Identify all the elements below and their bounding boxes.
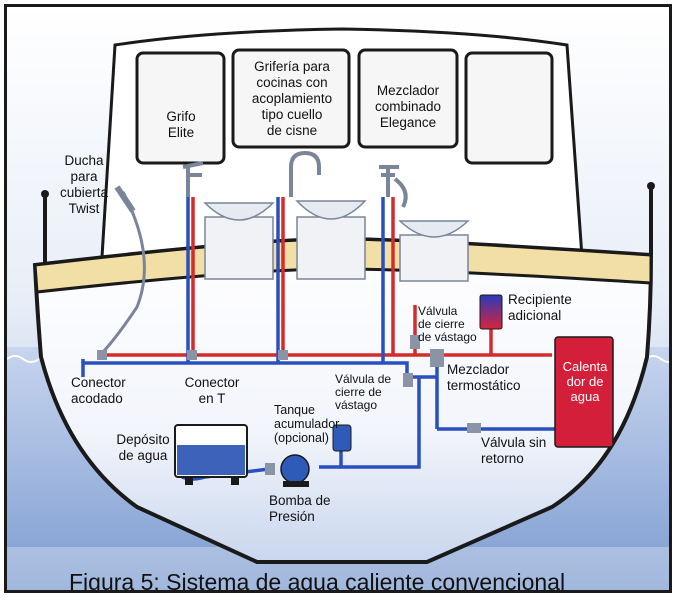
- label-elite-faucet: Grifo Elite: [166, 109, 196, 140]
- check-valve: [467, 423, 481, 433]
- label-expansion-vessel: Recipiente adicional: [508, 292, 572, 323]
- counter-2: [296, 216, 366, 280]
- hot-water-system-diagram: [7, 7, 669, 590]
- counter-3: [399, 234, 469, 282]
- water-heater-tank: [554, 336, 614, 448]
- thermostatic-mixer: [430, 349, 444, 367]
- label-shutoff-valve-mid: Válvula de cierre de vástago: [335, 372, 392, 412]
- accumulator-tank: [332, 424, 352, 452]
- water-level: [177, 445, 245, 475]
- label-accumulator-tank: Tanque acumulador (opcional): [274, 403, 340, 445]
- t-connector-1: [187, 350, 197, 360]
- window-2: [231, 48, 351, 149]
- faucet-gooseneck: [289, 150, 321, 197]
- window-4: [464, 51, 554, 165]
- expansion-vessel: [479, 294, 503, 330]
- window-1: [135, 51, 226, 165]
- t-connector-2: [278, 350, 288, 360]
- shower-hose: [101, 191, 146, 354]
- label-t-connector: Conector en T: [184, 375, 240, 406]
- faucet-elegance: [379, 165, 408, 208]
- shower-head: [114, 185, 136, 213]
- elbow-connector: [97, 350, 107, 360]
- label-gooseneck-faucet: Grifería para cocinas con acoplamiento t…: [251, 59, 333, 138]
- shutoff-valve-mid: [403, 373, 413, 387]
- window-3: [357, 48, 459, 149]
- shutoff-valve-top: [410, 335, 420, 349]
- figure-frame: Ducha para cubierta Twist Grifo Elite Gr…: [4, 4, 672, 593]
- label-elegance-mixer: Mezclador combinado Elegance: [374, 83, 442, 130]
- label-shutoff-valve-top: Válvula de cierre de vástago: [418, 304, 477, 344]
- label-shower: Ducha para cubierta Twist: [59, 153, 109, 216]
- faucet-elite: [182, 161, 204, 197]
- sink-2: [295, 200, 367, 220]
- pressure-pump: [280, 454, 310, 484]
- label-pressure-pump: Bomba de Presión: [269, 493, 331, 524]
- label-thermostatic-mixer: Mezclador termostático: [447, 362, 521, 393]
- counter-1: [204, 216, 274, 280]
- label-check-valve: Válvula sin retorno: [481, 435, 547, 466]
- label-water-heater: Calenta dor de agua: [562, 359, 608, 404]
- figure-caption: Figura 5: Sistema de agua caliente conve…: [69, 569, 566, 593]
- label-water-tank: Depósito de agua: [116, 432, 170, 463]
- label-elbow-connector: Conector acodado: [71, 375, 126, 406]
- sink-3: [398, 220, 470, 238]
- sink-1: [203, 202, 275, 221]
- cold-pipes: [81, 197, 560, 481]
